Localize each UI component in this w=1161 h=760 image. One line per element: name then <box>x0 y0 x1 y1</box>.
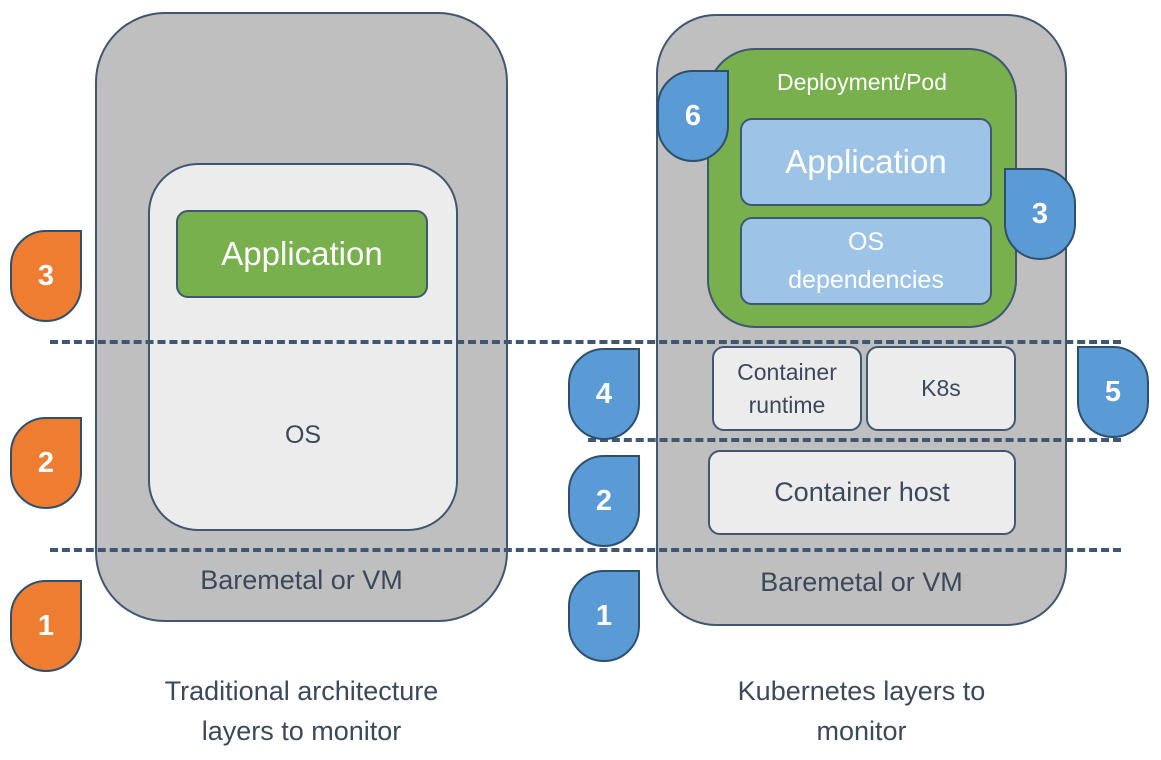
container-host-label: Container host <box>774 477 950 507</box>
k8s-box: K8s <box>866 346 1016 431</box>
kubernetes-marker-2: 2 <box>568 455 640 547</box>
kubernetes-caption-line2: monitor <box>816 716 907 746</box>
traditional-caption-line1: Traditional architecture <box>164 676 439 706</box>
k8s-label: K8s <box>921 375 961 401</box>
traditional-os-label: OS <box>284 420 322 449</box>
kubernetes-caption: Kubernetes layers to monitor <box>656 670 1067 752</box>
os-dependencies-box: OS dependencies <box>740 217 992 305</box>
kubernetes-marker-1: 1 <box>568 570 640 662</box>
container-runtime-box: Container runtime <box>712 346 862 431</box>
layer-divider-middle <box>588 438 1121 442</box>
kubernetes-base-label: Baremetal or VM <box>760 566 963 597</box>
traditional-marker-2: 2 <box>10 417 82 509</box>
container-runtime-label-line2: runtime <box>748 391 826 418</box>
os-dependencies-label-line2: dependencies <box>788 266 944 294</box>
kubernetes-marker-5: 5 <box>1077 346 1149 438</box>
layer-divider-upper <box>50 340 1121 344</box>
kubernetes-application-label: Application <box>785 143 947 180</box>
traditional-caption-line2: layers to monitor <box>201 716 402 746</box>
layer-divider-lower <box>50 548 1121 552</box>
os-dependencies-label-line1: OS <box>847 228 885 256</box>
traditional-marker-1: 1 <box>10 580 82 672</box>
container-host-box: Container host <box>708 450 1016 535</box>
kubernetes-marker-3: 3 <box>1004 168 1076 260</box>
kubernetes-marker-6: 6 <box>657 70 729 162</box>
kubernetes-application-box: Application <box>740 118 992 206</box>
traditional-base-label: Baremetal or VM <box>200 564 403 595</box>
kubernetes-caption-line1: Kubernetes layers to <box>737 676 986 706</box>
kubernetes-marker-4: 4 <box>568 348 640 440</box>
traditional-marker-3: 3 <box>10 230 82 322</box>
traditional-application-box: Application <box>176 210 428 298</box>
pod-title: Deployment/Pod <box>776 68 948 95</box>
container-runtime-label-line1: Container <box>737 358 837 385</box>
traditional-caption: Traditional architecture layers to monit… <box>95 670 508 752</box>
traditional-application-label: Application <box>221 235 383 272</box>
